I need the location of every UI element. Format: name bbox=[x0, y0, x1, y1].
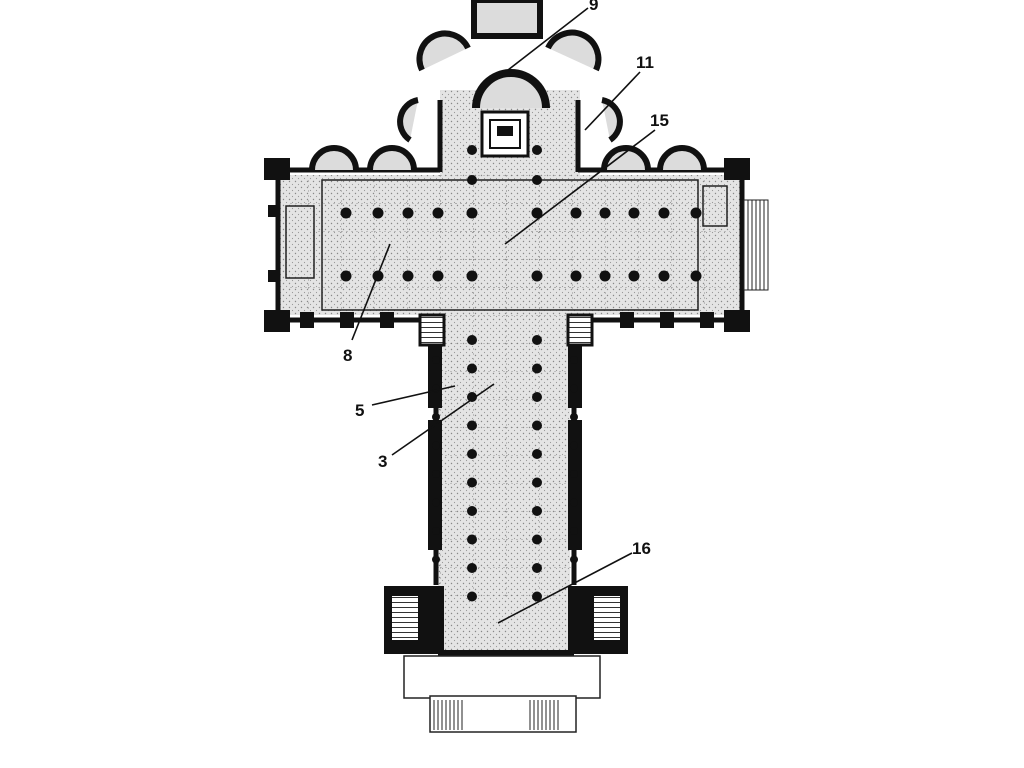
leader-5 bbox=[371, 385, 456, 406]
pier bbox=[570, 356, 578, 364]
pier bbox=[432, 413, 440, 421]
pier bbox=[467, 335, 477, 345]
pier bbox=[628, 207, 640, 219]
pier bbox=[432, 555, 440, 564]
pier bbox=[532, 591, 542, 602]
pier bbox=[532, 563, 542, 573]
pier bbox=[466, 270, 478, 282]
pier bbox=[372, 207, 384, 219]
leader-lines bbox=[351, 7, 656, 624]
pier bbox=[402, 270, 414, 282]
callout-5: 5 bbox=[355, 401, 364, 420]
pier bbox=[658, 270, 670, 282]
pier bbox=[532, 175, 542, 185]
buttresses bbox=[264, 158, 752, 332]
west-front bbox=[384, 586, 628, 733]
callout-labels: 9 11 15 8 5 3 16 bbox=[343, 0, 669, 558]
pier bbox=[340, 270, 352, 282]
pier bbox=[532, 477, 542, 488]
pier bbox=[467, 591, 477, 602]
pier bbox=[532, 420, 542, 431]
callout-11: 11 bbox=[636, 53, 654, 72]
pier bbox=[467, 145, 477, 155]
pier bbox=[432, 441, 440, 450]
pier bbox=[532, 392, 542, 402]
callout-16: 16 bbox=[632, 539, 651, 558]
pier bbox=[467, 420, 477, 431]
pier bbox=[467, 563, 477, 573]
pier bbox=[467, 506, 477, 516]
pier bbox=[467, 363, 477, 374]
leader-9 bbox=[507, 7, 589, 71]
altar bbox=[480, 110, 530, 158]
pier bbox=[432, 356, 440, 364]
piers bbox=[340, 145, 702, 602]
callout-15: 15 bbox=[650, 111, 669, 130]
pier bbox=[570, 441, 578, 450]
pier bbox=[690, 270, 702, 282]
pier bbox=[467, 534, 477, 545]
pier bbox=[570, 555, 578, 564]
leader-15 bbox=[504, 129, 656, 245]
pier bbox=[532, 449, 542, 459]
pier bbox=[432, 527, 440, 535]
pier bbox=[432, 498, 440, 507]
pier bbox=[402, 207, 414, 219]
pier bbox=[532, 363, 542, 374]
callout-9: 9 bbox=[589, 0, 598, 14]
pier bbox=[570, 207, 582, 219]
pier bbox=[690, 207, 702, 219]
pier bbox=[628, 270, 640, 282]
pier bbox=[658, 207, 670, 219]
pier bbox=[340, 207, 352, 219]
pier bbox=[570, 470, 578, 478]
leader-3 bbox=[391, 383, 495, 456]
pier bbox=[570, 413, 578, 421]
callout-3: 3 bbox=[378, 452, 387, 471]
pier bbox=[570, 270, 582, 282]
pier bbox=[432, 470, 440, 478]
apse-chapels bbox=[309, 0, 707, 171]
pier bbox=[570, 498, 578, 507]
pier bbox=[467, 449, 477, 459]
floor-area bbox=[280, 90, 742, 658]
east-steps bbox=[743, 199, 769, 291]
pier bbox=[532, 506, 542, 516]
leader-11 bbox=[584, 71, 641, 131]
pier bbox=[432, 207, 444, 219]
leader-8 bbox=[351, 243, 391, 341]
pier bbox=[466, 207, 478, 219]
leader-16 bbox=[497, 552, 633, 624]
pier bbox=[599, 270, 611, 282]
pier bbox=[532, 534, 542, 545]
transept-inner-frame bbox=[285, 179, 728, 311]
pier bbox=[570, 384, 578, 393]
pier bbox=[532, 335, 542, 345]
pier bbox=[570, 527, 578, 535]
pier bbox=[531, 207, 543, 219]
callout-8: 8 bbox=[343, 346, 352, 365]
pier bbox=[467, 392, 477, 402]
pier bbox=[432, 270, 444, 282]
pier bbox=[532, 145, 542, 155]
pier bbox=[531, 270, 543, 282]
pier bbox=[599, 207, 611, 219]
pier bbox=[467, 477, 477, 488]
pier bbox=[467, 175, 477, 185]
